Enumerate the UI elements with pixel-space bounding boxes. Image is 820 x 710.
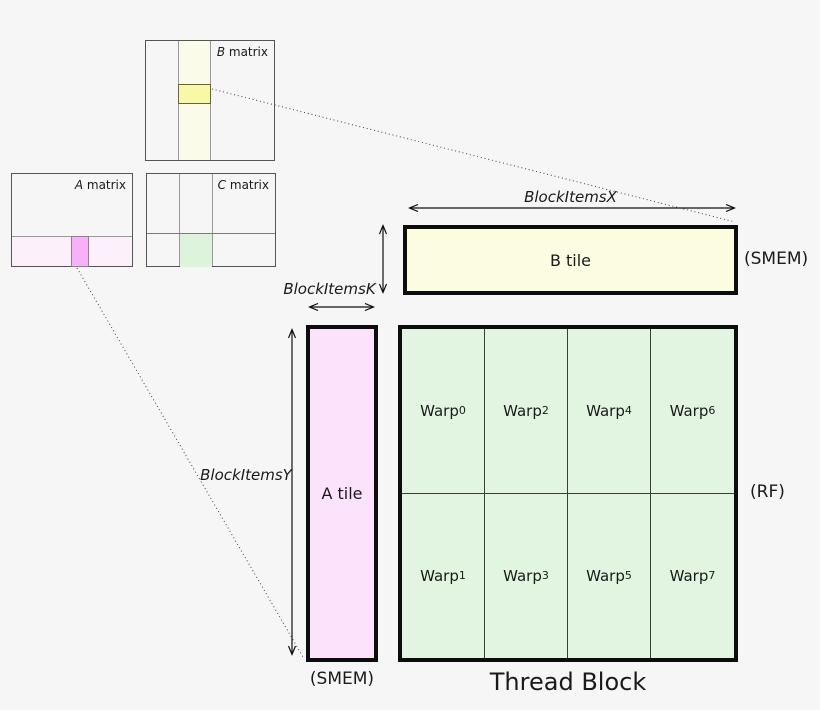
a-matrix-label: A matrix: [75, 178, 126, 192]
warp-1-sub: 1: [458, 569, 466, 583]
c-matrix-column-line-right: [212, 174, 213, 266]
warp-2-sub: 2: [541, 404, 549, 418]
warp-5-label: Warp: [586, 566, 625, 585]
b-matrix-label: B matrix: [217, 45, 268, 59]
c-matrix-row-line: [147, 233, 275, 234]
c-matrix-word: matrix: [226, 178, 269, 192]
b-tile: B tile: [403, 225, 738, 295]
a-tile: A tile: [306, 325, 378, 662]
warp-3-sub: 3: [541, 569, 549, 583]
b-matrix-word: matrix: [225, 45, 268, 59]
warp-3-label: Warp: [503, 566, 542, 585]
c-matrix-highlight-cell: [180, 234, 212, 267]
c-matrix-column-line-left: [179, 174, 180, 266]
warp-0-label: Warp: [420, 401, 459, 420]
b-matrix-highlight-cell: [178, 84, 211, 104]
a-matrix-letter: A: [74, 178, 84, 192]
a-tile-smem-label: (SMEM): [309, 669, 375, 689]
c-matrix-letter: C: [217, 178, 227, 192]
warp-4-label: Warp: [586, 401, 625, 420]
thread-block-rf-label: (RF): [750, 482, 785, 502]
warp-7-sub: 7: [708, 569, 716, 583]
warp-6-sub: 6: [708, 404, 716, 418]
warp-6-label: Warp: [669, 401, 709, 420]
a-matrix-thumbnail: A matrix: [11, 173, 133, 267]
a-tile-label: A tile: [321, 484, 363, 503]
c-matrix-label: C matrix: [218, 178, 269, 192]
blockitemsx-label: BlockItemsX: [524, 188, 617, 206]
c-matrix-thumbnail: C matrix: [146, 173, 276, 267]
a-matrix-word: matrix: [83, 178, 126, 192]
warp-2-label: Warp: [503, 401, 542, 420]
warp-7-label: Warp: [669, 566, 709, 585]
blockitemsy-label: BlockItemsY: [200, 466, 292, 484]
a-highlight-connector-line: [76, 267, 304, 658]
warp-0-sub: 0: [458, 404, 466, 418]
b-matrix-thumbnail: B matrix: [145, 40, 275, 161]
warp-5-sub: 5: [624, 569, 632, 583]
blockitemsk-label: BlockItemsK: [283, 280, 376, 298]
b-tile-label: B tile: [549, 250, 592, 270]
a-matrix-highlight-cell: [71, 236, 89, 267]
warp-1-label: Warp: [420, 566, 459, 585]
thread-block-title: Thread Block: [489, 668, 647, 696]
b-matrix-letter: B: [216, 45, 226, 59]
warp-4-sub: 4: [624, 404, 632, 418]
b-tile-smem-label: (SMEM): [744, 249, 809, 269]
